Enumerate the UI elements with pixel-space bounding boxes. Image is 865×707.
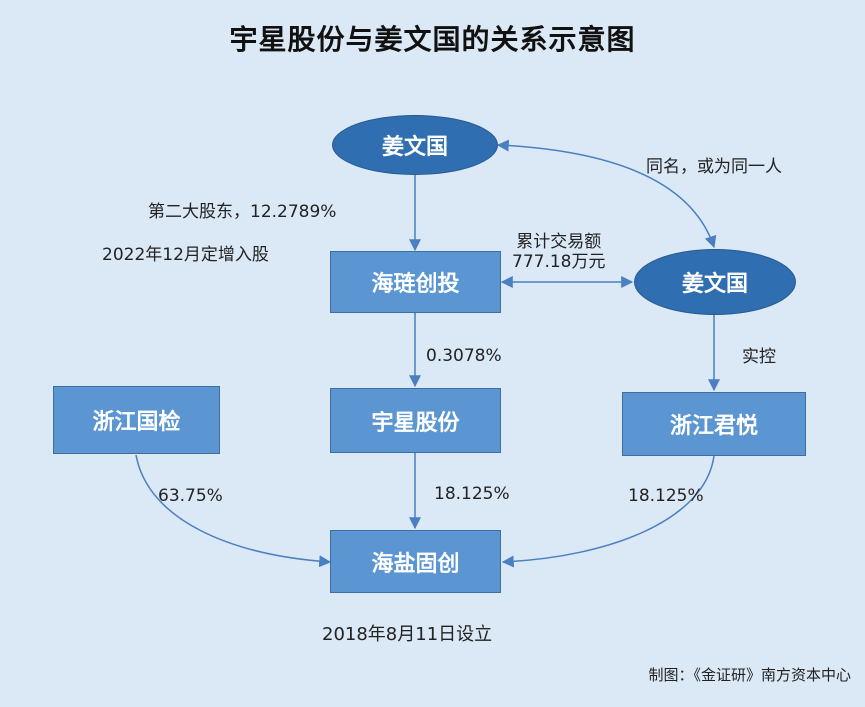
arrow-junyue-to-haiyan	[501, 455, 715, 568]
node-jiang-wenguo-top: 姜文国	[332, 115, 498, 175]
credit-text: 制图：《金证研》南方资本中心	[648, 666, 851, 684]
arrow-same-name	[496, 139, 717, 249]
node-jiang-wenguo-right: 姜文国	[634, 249, 796, 315]
label-second-shareholder: 第二大股东，12.2789%	[148, 202, 337, 222]
node-zhejiang-junyue: 浙江君悦	[622, 392, 806, 456]
label-pct-haitong-yuxing: 0.3078%	[426, 346, 502, 366]
node-zhejiang-guojian: 浙江国检	[53, 386, 220, 454]
node-yuxing-gufen: 宇星股份	[330, 388, 501, 453]
label-cumulative-line1: 累计交易额	[516, 232, 602, 252]
node-haitong-chuangtou: 海琏创投	[330, 251, 501, 313]
label-same-name: 同名，或为同一人	[646, 157, 782, 177]
page-title: 宇星股份与姜文国的关系示意图	[229, 23, 636, 56]
label-established: 2018年8月11日设立	[322, 624, 493, 645]
label-cumulative-line2: 777.18万元	[512, 252, 606, 272]
label-pct-junyue: 18.125%	[628, 486, 704, 506]
label-pct-yuxing: 18.125%	[434, 484, 510, 504]
label-actual-control: 实控	[742, 347, 776, 367]
arrow-guojian-to-haiyan	[135, 454, 332, 568]
node-haiyan-guchuang: 海盐固创	[330, 530, 501, 593]
label-cumulative-trade: 累计交易额 777.18万元	[512, 232, 605, 272]
label-pct-guojian: 63.75%	[158, 486, 223, 506]
label-private-placement: 2022年12月定增入股	[102, 245, 269, 265]
